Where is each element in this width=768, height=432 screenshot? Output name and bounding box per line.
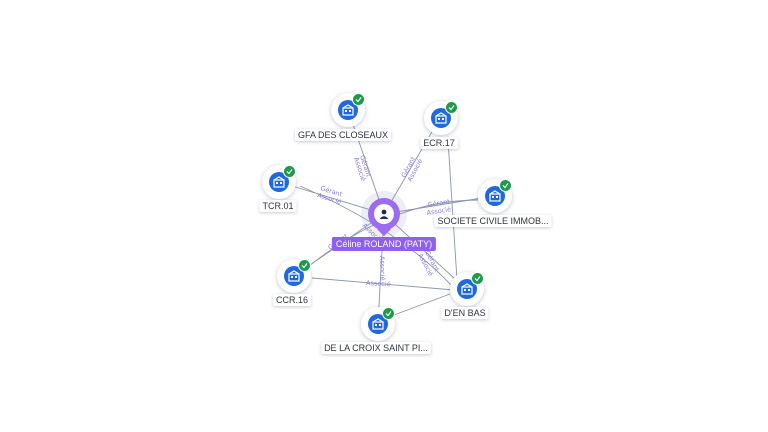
building-icon <box>431 108 451 128</box>
company-label[interactable]: CCR.16 <box>272 294 312 306</box>
verified-check-icon <box>499 179 512 192</box>
edge-center-tcr01 <box>278 181 385 215</box>
edge-croix-denbas <box>385 293 451 319</box>
verified-check-icon <box>445 101 458 114</box>
edge-label-associe: Associé <box>366 279 391 288</box>
verified-check-icon <box>298 259 311 272</box>
company-label[interactable]: GFA DES CLOSEAUX <box>294 129 392 141</box>
edge-center-gfa <box>347 109 385 215</box>
edge-label-associe: Associé <box>426 205 452 217</box>
company-node-croix[interactable] <box>361 307 395 341</box>
company-label[interactable]: DE LA CROIX SAINT PI... <box>321 342 431 354</box>
edge-ecr17-denbas <box>447 139 458 281</box>
building-icon <box>485 186 505 206</box>
building-icon <box>284 266 304 286</box>
company-node-ecr17[interactable] <box>424 101 458 135</box>
company-node-tcr01[interactable] <box>262 165 296 199</box>
edge-ccr16-denbas <box>311 277 455 291</box>
company-node-ccr16[interactable] <box>277 259 311 293</box>
company-label[interactable]: SOCIETE CIVILE IMMOB... <box>434 215 552 227</box>
verified-check-icon <box>382 307 395 320</box>
edge-label-associe: Associé <box>378 256 387 281</box>
building-icon <box>368 314 388 334</box>
company-label[interactable]: TCR.01 <box>259 200 297 212</box>
company-node-gfa[interactable] <box>331 93 365 127</box>
edge-center-ecr17 <box>383 117 441 215</box>
person-icon <box>379 209 389 219</box>
verified-check-icon <box>352 93 365 106</box>
verified-check-icon <box>283 165 296 178</box>
company-node-denbas[interactable] <box>450 272 484 306</box>
building-icon <box>338 100 358 120</box>
edge-label-gerant: Gérant <box>427 198 451 209</box>
building-icon <box>269 172 289 192</box>
edge-tcr01-denbas <box>299 185 453 287</box>
company-node-societe[interactable] <box>478 179 512 213</box>
company-label[interactable]: D'EN BAS <box>441 307 489 319</box>
person-label[interactable]: Céline ROLAND (PATY) <box>331 237 437 251</box>
location-pin <box>368 198 400 230</box>
edge-center-societe <box>383 195 495 215</box>
edge-center-denbas <box>383 213 467 290</box>
person-node-center[interactable] <box>361 191 407 237</box>
building-icon <box>457 279 477 299</box>
verified-check-icon <box>471 272 484 285</box>
company-label[interactable]: ECR.17 <box>420 137 458 149</box>
